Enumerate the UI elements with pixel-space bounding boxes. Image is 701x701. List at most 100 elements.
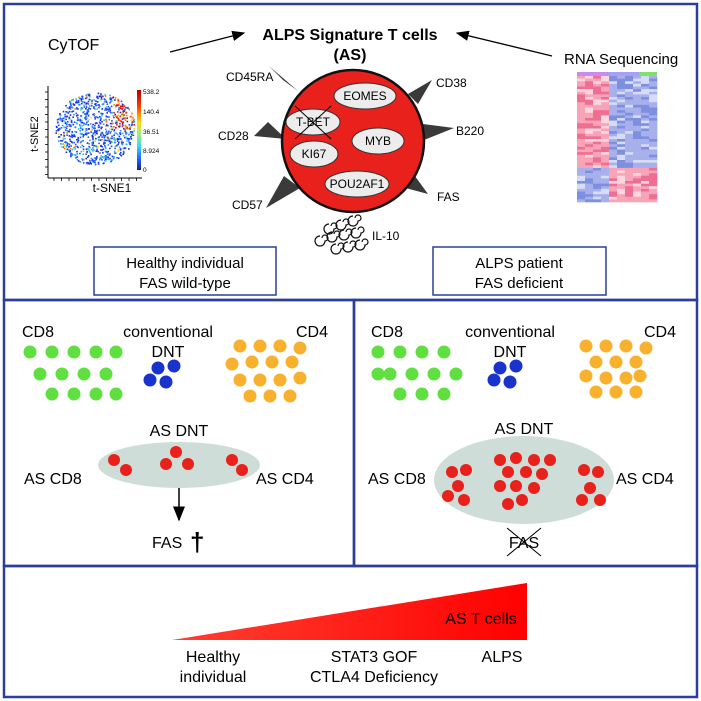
heatmap-cell [633, 149, 642, 153]
heatmap-cell [649, 188, 658, 192]
tsne-point [121, 112, 124, 114]
tsne-point [87, 100, 90, 103]
tsne-point [94, 118, 97, 120]
colorbar-tick: 538.2 [143, 89, 160, 96]
heatmap-cell [609, 102, 618, 106]
tsne-point [91, 142, 93, 144]
tsne-point [58, 124, 60, 127]
heatmap-cell [641, 173, 650, 177]
tsne-point [121, 140, 123, 143]
tsne-point [109, 97, 112, 99]
tsne-point [71, 136, 74, 139]
tsne-point [67, 142, 69, 145]
heatmap-cell [633, 91, 642, 95]
cd8-dot [33, 367, 47, 381]
tsne-point [90, 148, 93, 151]
tsne-point [102, 103, 105, 105]
tsne-point [103, 157, 105, 159]
tsne-point [67, 130, 70, 133]
heatmap-cell [601, 83, 610, 87]
tsne-point [111, 155, 114, 158]
heatmap-cell [609, 110, 618, 114]
as-dot [452, 480, 464, 492]
heatmap-cell [577, 78, 586, 82]
tsne-point [113, 134, 115, 136]
tsne-point [125, 143, 128, 146]
tsne-point [73, 121, 76, 123]
heatmap-cell [649, 199, 658, 203]
heatmap-cell [585, 115, 594, 119]
tsne-point [77, 99, 80, 102]
heatmap-cell [577, 94, 586, 98]
tsne-point [96, 129, 98, 132]
tsne-point [110, 145, 113, 148]
tsne-point [106, 133, 109, 135]
heatmap-cell [633, 112, 642, 116]
heatmap-cell [617, 89, 626, 93]
tsne-point [82, 101, 85, 103]
tsne-point [122, 153, 124, 155]
heatmap-cell [585, 76, 594, 79]
tsne-point [98, 126, 101, 128]
tsne-point [122, 113, 124, 115]
cd4-dot [619, 371, 633, 385]
heatmap-cell [625, 149, 634, 153]
heatmap-cell [593, 165, 602, 169]
tsne-point [85, 152, 88, 155]
tsne-point [96, 132, 98, 135]
title-line1: ALPS Signature T cells [262, 27, 437, 44]
tsne-point [69, 150, 71, 153]
tsne-point [87, 155, 90, 157]
tsne-point [102, 148, 105, 150]
tsne-point [128, 108, 130, 111]
il10-swirl [314, 234, 329, 247]
heatmap-cell [617, 157, 626, 161]
heatmap-cell [585, 91, 594, 95]
tsne-point [124, 119, 127, 121]
tsne-point [68, 107, 70, 110]
heatmap-cell [641, 162, 650, 166]
tsne-point [100, 98, 103, 100]
heatmap-cell [601, 165, 610, 169]
heatmap-cell [585, 149, 594, 153]
arrow-cytof [169, 30, 246, 53]
left-as-cd8-label: AS CD8 [24, 471, 82, 488]
tsne-point [133, 128, 135, 130]
heatmap-cell [649, 141, 658, 145]
heatmap-cell [577, 139, 586, 142]
tsne-point [88, 98, 91, 101]
tsne-point [76, 156, 79, 158]
healthy-box-line1: Healthy individual [126, 255, 244, 272]
myb-label: MYB [365, 134, 391, 148]
heatmap-cell [649, 120, 658, 124]
tsne-point [109, 98, 112, 101]
tsne-point [86, 117, 88, 120]
tsne-point [64, 122, 67, 124]
tsne-point [89, 108, 92, 110]
tsne-point [65, 126, 67, 129]
as-dot [528, 482, 540, 494]
heatmap-cell [633, 110, 642, 114]
tsne-point [101, 114, 103, 117]
heatmap-cell [641, 83, 650, 87]
tsne-point [59, 113, 61, 115]
tsne-point [104, 99, 107, 102]
tsne-point [105, 130, 108, 133]
heatmap-cell [577, 107, 586, 111]
tsne-point [120, 141, 123, 144]
heatmap-cell [585, 175, 594, 179]
heatmap-cell [649, 81, 658, 85]
tsne-point [116, 156, 118, 159]
heatmap-cell [617, 115, 626, 119]
tsne-point [68, 110, 71, 113]
heatmap-cell [649, 123, 658, 127]
heatmap-cell [585, 199, 594, 203]
tsne-point [119, 111, 122, 114]
tsne-point [103, 136, 106, 139]
tsne-point [81, 124, 83, 127]
tsne-point [80, 99, 83, 101]
tsne-point [89, 159, 91, 162]
heatmap-cell [641, 128, 650, 132]
heatmap-cell [585, 78, 594, 82]
heatmap-cell [593, 157, 602, 161]
